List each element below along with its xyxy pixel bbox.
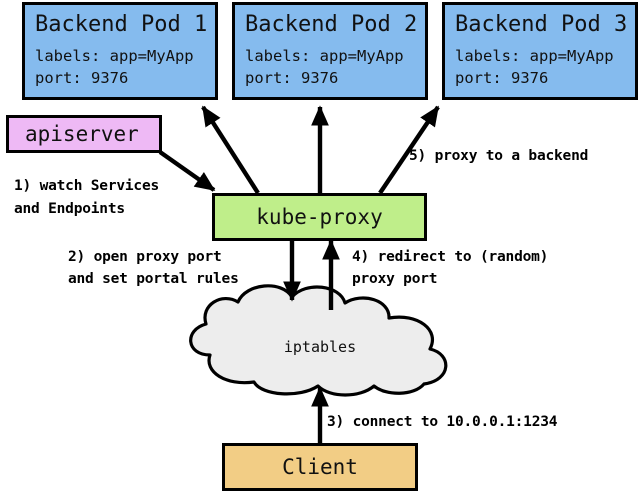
- step-1-line-2: and Endpoints: [14, 201, 125, 217]
- apiserver-title: apiserver: [25, 122, 139, 146]
- pod-3-port: port: 9376: [455, 69, 549, 87]
- step-4-line-1: 4) redirect to (random): [352, 249, 549, 265]
- kube-proxy-title: kube-proxy: [256, 205, 383, 229]
- pod-1-title: Backend Pod 1: [35, 12, 208, 37]
- pod-3-title: Backend Pod 3: [455, 12, 628, 37]
- pod-2-port: port: 9376: [245, 69, 339, 87]
- node-backend-pod-2[interactable]: Backend Pod 2 labels: app=MyApp port: 93…: [232, 2, 428, 100]
- node-backend-pod-3[interactable]: Backend Pod 3 labels: app=MyApp port: 93…: [442, 2, 638, 100]
- pod-3-labels: labels: app=MyApp: [455, 47, 614, 65]
- pod-1-port: port: 9376: [35, 69, 129, 87]
- arrow-apiserver-to-kubeproxy: [158, 150, 216, 192]
- step-2-line-1: 2) open proxy port: [68, 249, 222, 265]
- node-client[interactable]: Client: [222, 443, 418, 491]
- step-2-line-2: and set portal rules: [68, 271, 239, 287]
- node-apiserver[interactable]: apiserver: [6, 115, 162, 153]
- node-backend-pod-1[interactable]: Backend Pod 1 labels: app=MyApp port: 93…: [22, 2, 218, 100]
- step-3-line-1: 3) connect to 10.0.0.1:1234: [327, 414, 558, 430]
- pod-1-labels: labels: app=MyApp: [35, 47, 194, 65]
- step-5-line-1: 5) proxy to a backend: [409, 148, 589, 164]
- node-kube-proxy[interactable]: kube-proxy: [212, 193, 427, 241]
- arrow-kubeproxy-to-pod1: [201, 105, 260, 195]
- client-title: Client: [282, 455, 358, 479]
- iptables-label: iptables: [283, 338, 357, 356]
- pod-2-title: Backend Pod 2: [245, 12, 418, 37]
- pod-2-labels: labels: app=MyApp: [245, 47, 404, 65]
- step-1-line-1: 1) watch Services: [14, 178, 160, 194]
- step-4-line-2: proxy port: [352, 271, 438, 287]
